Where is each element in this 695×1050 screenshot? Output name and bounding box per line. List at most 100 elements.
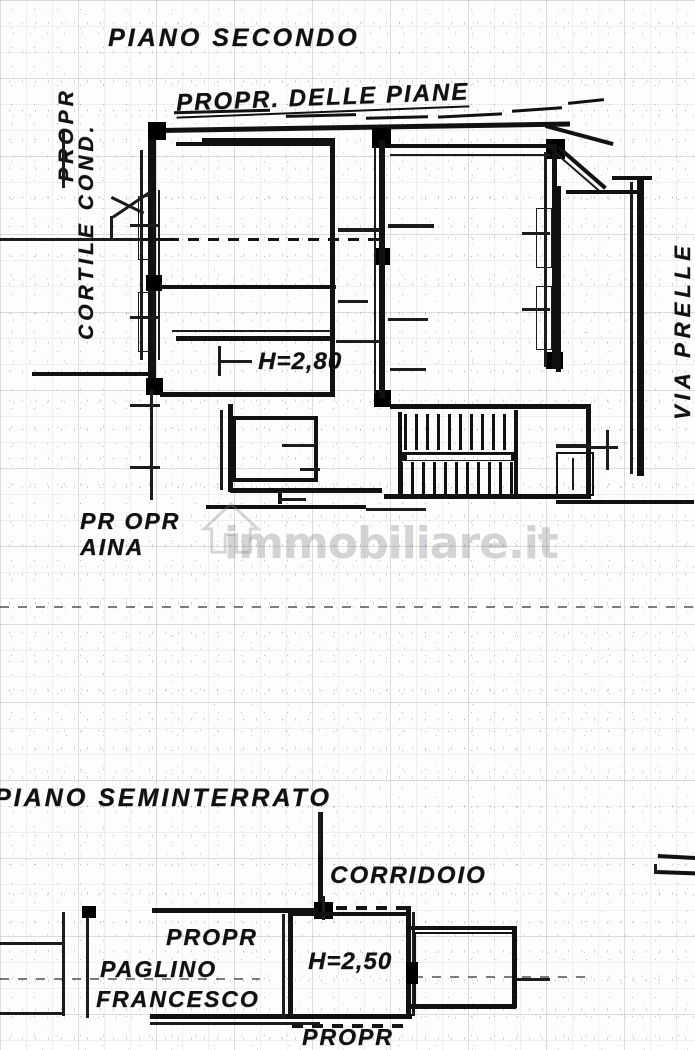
corridor-label: CORRIDOIO: [330, 862, 487, 889]
corridor-tick: [322, 896, 325, 920]
basement-center-room-left-inner: [282, 914, 285, 1018]
basement-right-room-outer-top: [410, 926, 516, 930]
lower-owner-line-4: PROPR: [302, 1024, 394, 1050]
basement-center-room-left: [288, 908, 293, 1018]
room-c-right-inner: [544, 152, 547, 367]
basement-datum-line: [0, 978, 260, 980]
stair-treads-lower: [400, 462, 514, 496]
exterior-pointer-left-1: [32, 372, 148, 376]
room-c-top-wall: [390, 144, 556, 148]
basement-left-room-bottom: [150, 1014, 318, 1019]
door-tick-spine-4: [338, 300, 368, 303]
lift-shaft: [556, 452, 594, 496]
height-note-leader-r: [390, 368, 426, 371]
basement-center-room-bottom-dash: [292, 1024, 412, 1028]
upper-right-inner-line: [630, 182, 633, 474]
basement-right-pointer: [516, 978, 550, 981]
basement-datum-line-2: [414, 976, 594, 978]
basement-far-left-cell-right: [62, 912, 65, 1016]
column-node-mid-low: [374, 390, 391, 407]
room-b-top-wall: [160, 285, 336, 289]
basement-right-room-outer-bottom: [410, 1004, 516, 1009]
exterior-pointer-left-2: [0, 238, 142, 241]
shaft-pointer-v: [606, 430, 609, 470]
upper-outer-wall-right: [637, 176, 644, 476]
window-left-1: [138, 196, 154, 260]
stair-right-edge: [514, 410, 518, 496]
basement-far-left-cell-top: [0, 942, 64, 945]
door-tick-spine-3: [388, 318, 428, 321]
window-left-tick-2: [130, 316, 158, 319]
room-a-top-wall-2: [202, 138, 332, 142]
basement-left-node: [82, 906, 96, 918]
landing-step: [278, 488, 282, 504]
room-a-mid-divider-solid: [140, 238, 174, 241]
upper-plan-title: PIANO SECONDO: [108, 24, 360, 52]
basement-far-left-cell-bottom: [0, 1012, 64, 1015]
upper-right-cap: [612, 176, 652, 180]
room-c-right-wall: [552, 144, 557, 369]
bottom-left-pointer-1: [150, 390, 153, 500]
door-tick-spine-2: [388, 224, 434, 228]
room-b-bottom-wall: [160, 392, 335, 397]
terrace-left-wall: [556, 186, 561, 372]
corridor-dashed-opening: [336, 906, 408, 910]
room-a-top-wall: [176, 142, 330, 146]
door-tick-room-b: [336, 340, 380, 343]
landing-left-wall: [228, 404, 233, 492]
height-note-leader: [218, 360, 252, 363]
lower-owner-line-1: PROPR: [166, 924, 258, 950]
central-spine-wall: [379, 140, 385, 398]
stair-block-right-wall: [586, 404, 591, 499]
lower-owner-line-2: PAGLINO: [100, 956, 218, 982]
column-node-left-mid: [146, 275, 162, 291]
room-b-right-wall: [330, 285, 335, 395]
column-node-mid-top: [372, 128, 391, 148]
basement-right-room-outer-right: [512, 926, 517, 1008]
landing-inner-left: [220, 410, 223, 490]
lower-plan-title: PIANO SEMINTERRATO: [0, 784, 332, 812]
terrace-top-wall: [566, 190, 640, 194]
stair-block-bottom-wall: [384, 494, 590, 499]
bottom-left-pointer-3: [130, 466, 160, 469]
upper-plan-bottom-boundary-3: [366, 508, 426, 511]
landing-step-bar: [278, 498, 306, 501]
detail-left-bracket: [110, 216, 113, 240]
basement-left-room-top: [152, 908, 318, 913]
central-spine-wall-inner: [374, 146, 376, 394]
small-room-bottom-wall: [232, 478, 318, 482]
upper-height-note: H=2,80: [258, 348, 343, 375]
left-label-propr: PROPR: [55, 87, 78, 182]
right-label-via-prelle: VIA PRELLE: [670, 241, 695, 420]
lower-height-note: H=2,50: [308, 948, 393, 975]
upper-plan-bottom-boundary: [206, 505, 366, 509]
plan-separator-dashed: [0, 606, 695, 608]
lower-owner-line-3: FRANCESCO: [96, 986, 260, 1012]
small-room-right-wall: [314, 416, 318, 482]
stair-left-edge: [398, 412, 402, 496]
basement-right-room: [414, 932, 514, 1008]
upper-left-inner-line: [140, 150, 143, 360]
small-room-top-wall: [232, 416, 318, 420]
window-right-1: [536, 208, 552, 268]
basement-left-divider: [86, 912, 89, 1018]
small-room-fixture-2: [300, 468, 320, 471]
basement-left-room-bottom-inner: [150, 1022, 320, 1025]
upper-bottom-label-1: PR OPR: [80, 508, 181, 534]
height-note-leader-v: [218, 346, 221, 376]
basement-right-room-node: [406, 962, 418, 984]
lower-plan-vertical-datum: [318, 812, 321, 852]
upper-bottom-label-2: AINA: [80, 534, 145, 560]
window-tick-2: [522, 308, 550, 311]
window-right-2: [536, 286, 552, 350]
window-left-2: [138, 292, 154, 352]
stair-handrail: [406, 454, 512, 461]
small-room-left-wall: [232, 416, 236, 482]
lift-shaft-divider: [572, 458, 574, 490]
upper-plan-bottom-boundary-2: [556, 500, 694, 504]
room-a-inner-bottom: [172, 330, 332, 332]
bottom-left-pointer-2: [130, 404, 160, 407]
room-a-mid-divider: [168, 238, 384, 241]
basement-center-room-top: [288, 912, 410, 916]
